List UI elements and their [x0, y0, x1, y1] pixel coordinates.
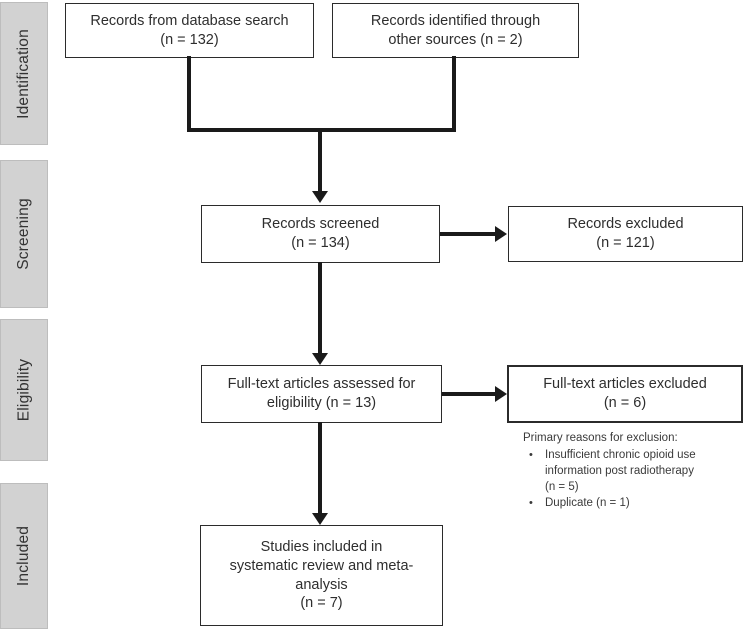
arrow-down-to-fulltext	[318, 262, 322, 354]
stage-label-included: Included	[0, 483, 48, 629]
connector-line-database-drop	[187, 56, 191, 130]
connector-line-othersources-drop	[452, 56, 456, 130]
stage-label-identification: Identification	[0, 2, 48, 145]
arrowhead-right-icon	[495, 226, 507, 242]
arrow-down-to-screened	[318, 130, 322, 192]
bullet-icon: •	[529, 497, 533, 509]
exclusion-note-title: Primary reasons for exclusion:	[523, 432, 678, 444]
exclusion-bullet-text: Duplicate (n = 1)	[545, 497, 630, 509]
box-records-database: Records from database search (n = 132)	[65, 3, 314, 58]
arrowhead-down-icon	[312, 513, 328, 525]
arrow-right-to-ftexcluded	[442, 392, 496, 396]
exclusion-reasons-note: Primary reasons for exclusion: • Insuffi…	[523, 430, 745, 511]
box-records-excluded: Records excluded (n = 121)	[508, 206, 743, 262]
box-records-screened: Records screened (n = 134)	[201, 205, 440, 263]
arrowhead-down-icon	[312, 353, 328, 365]
stage-label-text: Included	[15, 525, 33, 587]
exclusion-bullet-text: Insufficient chronic opioid use informat…	[545, 449, 696, 493]
box-records-other-sources: Records identified through other sources…	[332, 3, 579, 58]
arrowhead-down-icon	[312, 191, 328, 203]
arrow-down-to-included	[318, 422, 322, 514]
box-fulltext-excluded: Full-text articles excluded (n = 6)	[507, 365, 743, 423]
arrowhead-right-icon	[495, 386, 507, 402]
stage-label-text: Identification	[15, 28, 32, 119]
box-studies-included: Studies included in systematic review an…	[200, 525, 443, 626]
arrow-right-to-excluded	[440, 232, 496, 236]
stage-label-text: Eligibility	[15, 358, 32, 422]
bullet-icon: •	[529, 449, 533, 461]
list-item: • Duplicate (n = 1)	[523, 495, 745, 511]
stage-label-screening: Screening	[0, 160, 48, 308]
box-fulltext-assessed: Full-text articles assessed for eligibil…	[201, 365, 442, 423]
stage-label-eligibility: Eligibility	[0, 319, 48, 461]
stage-label-text: Screening	[15, 198, 33, 270]
list-item: • Insufficient chronic opioid use inform…	[523, 447, 745, 495]
